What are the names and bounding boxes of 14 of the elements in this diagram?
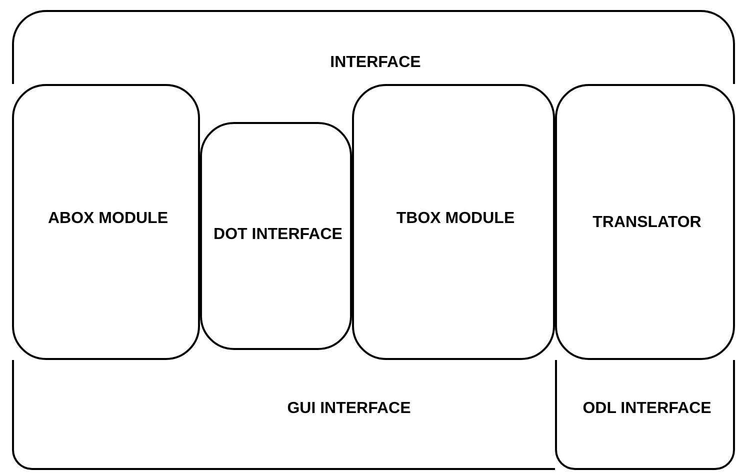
rounded-box — [200, 122, 352, 350]
box-label: TRANSLATOR — [592, 213, 702, 233]
rounded-box — [555, 84, 735, 360]
rounded-box — [12, 360, 555, 470]
rounded-box — [352, 84, 555, 360]
box-label: ABOX MODULE — [47, 209, 169, 229]
box-label: ODL INTERFACE — [582, 399, 712, 419]
box-label: GUI INTERFACE — [286, 399, 412, 419]
box-label: DOT INTERFACE — [212, 225, 344, 245]
box-label: TBOX MODULE — [395, 209, 516, 229]
rounded-box — [555, 360, 735, 470]
rounded-box — [12, 84, 200, 360]
box-label: INTERFACE — [329, 53, 422, 73]
rounded-box — [12, 10, 735, 84]
